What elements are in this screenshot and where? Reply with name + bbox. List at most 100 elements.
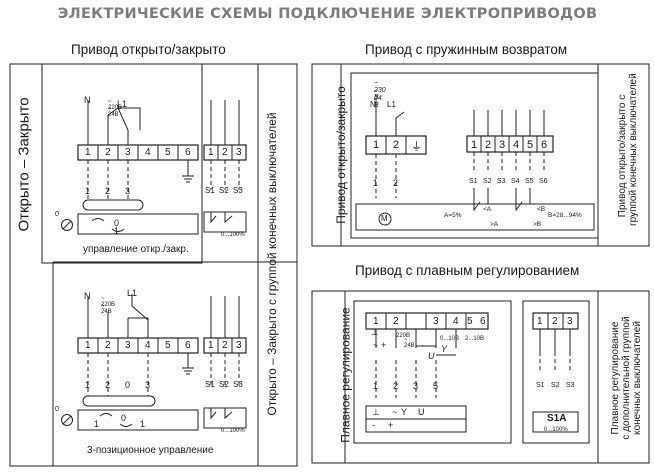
mod-terminal-3: 3	[433, 316, 439, 327]
mod-symbol-y: Y	[441, 344, 448, 354]
open-close-caption-top: управление откр./закр.	[83, 244, 189, 255]
terminal-2-b: 2	[105, 340, 111, 351]
mod-bottom-minus: -	[372, 420, 375, 430]
spring-return-frames	[311, 63, 650, 247]
mod-bottom-tilde: ~	[392, 407, 398, 417]
spring-switch-t1: 1	[471, 139, 478, 151]
spring-switch-t6: 6	[541, 139, 548, 151]
switch-terminal-1: 1	[208, 147, 214, 158]
mod-terminal-5: 5	[467, 316, 473, 327]
spring-terminal-2: 2	[393, 139, 400, 151]
spring-return-diagram	[355, 100, 595, 231]
terminal-6: 6	[185, 147, 191, 158]
spring-wire-1: 1	[373, 178, 379, 188]
label-b-eq: B=28...94%	[548, 212, 582, 219]
switch-s3: S3	[233, 186, 243, 195]
mod-bottom-u: U	[418, 407, 425, 417]
mod-symbol-u: U	[428, 351, 435, 361]
switch-terminal-2: 2	[222, 147, 228, 158]
spring-s2: S2	[483, 178, 492, 185]
switch-s1-b: S1	[205, 380, 215, 389]
neutral-label-b: N	[84, 291, 91, 301]
switch-range-b: 0...100%	[221, 428, 245, 434]
supply-label-24-b: ~ 24B	[101, 303, 112, 315]
spring-s5: S5	[525, 178, 534, 185]
terminal-3: 3	[125, 147, 131, 158]
mod-switch-range: 0...100%	[544, 427, 568, 433]
terminal-2: 2	[105, 147, 111, 158]
open-close-bottom-diagram	[61, 294, 247, 431]
label-lt-b: <B	[537, 206, 546, 213]
ground-icon: ⏚	[411, 141, 422, 153]
mod-signal-0-10: 0...10B	[440, 336, 460, 342]
terminal-1: 1	[85, 147, 91, 158]
knob-zero: 0	[55, 211, 59, 218]
mod-supply-24: ~ 24B	[404, 337, 415, 349]
line-label-c: L1	[387, 100, 396, 109]
open-close-caption-bottom: 3-позиционное управление	[87, 445, 214, 456]
spring-return-right-line-2: группой конечных выключателей	[628, 73, 639, 226]
mod-terminal-6: 6	[480, 316, 486, 327]
line-label: L1	[117, 99, 128, 109]
wire-number-2-b: 2	[105, 380, 111, 390]
mod-supply-220: ~ 220B	[396, 327, 411, 339]
mod-wire-5: 5	[433, 381, 439, 391]
spring-return-title: Привод с пружинным возвратом	[365, 42, 568, 57]
knob-zero-b: 0	[55, 406, 59, 413]
switch-s3-b: S3	[233, 380, 243, 389]
open-close-title: Привод открыто/закрыто	[71, 42, 226, 57]
mod-terminal-4: 4	[453, 316, 459, 327]
open-close-frames	[9, 63, 298, 467]
modulating-side-label: Плавное регулирование	[338, 307, 353, 443]
modulating-right-label: Плавное регулирование с дополнительной г…	[610, 303, 646, 453]
spring-return-side-label: Привод открыто/закрыто	[334, 86, 348, 224]
terminal-1-b: 1	[85, 340, 91, 351]
switch-terminal-1-b: 1	[208, 340, 214, 351]
switch-terminal-3: 3	[236, 147, 242, 158]
mod-symbol-ground: ⊥	[371, 327, 379, 337]
modulating-title: Привод с плавным регулированием	[355, 263, 580, 278]
supply-230: ~ 230 В	[374, 80, 386, 101]
spring-switch-t2: 2	[485, 139, 492, 151]
mod-bottom-ground: ⊥	[372, 407, 380, 417]
spring-s3: S3	[497, 178, 506, 185]
open-close-top-diagram	[61, 100, 247, 235]
mod-wire-2: 2	[393, 381, 399, 391]
neutral-label-c: N	[370, 100, 376, 109]
mod-wire-1: 1	[373, 381, 379, 391]
line-label-b: L1	[127, 288, 138, 298]
spring-wire-2: 2	[393, 178, 399, 188]
mod-switch-t1: 1	[537, 316, 543, 327]
position-1-right: 1	[140, 419, 146, 429]
modulating-diagram	[365, 312, 579, 433]
mod-terminal-2: 2	[393, 316, 399, 327]
mod-switch-t3: 3	[567, 316, 573, 327]
open-close-side-label: Открыто – Закрыто	[15, 97, 33, 232]
mod-switch-name: S1A	[547, 413, 567, 424]
spring-switch-t4: 4	[513, 139, 520, 151]
position-0-b: 0	[121, 413, 127, 423]
mod-bottom-plus: +	[388, 420, 394, 430]
switch-terminal-3-b: 3	[236, 340, 242, 351]
label-a-eq: A=5%	[444, 212, 462, 219]
open-close-right-label: Открыто – Закрыто с группой конечных вык…	[265, 112, 279, 416]
modulating-right-line-2: с дополнительной группой	[621, 316, 632, 440]
spring-terminal-1: 1	[373, 139, 380, 151]
modulating-right-line-1: Плавное регулирование	[610, 321, 621, 435]
terminal-6-b: 6	[185, 340, 191, 351]
terminal-3-b: 3	[125, 340, 131, 351]
modulating-right-line-3: конечных выключателей	[632, 321, 643, 435]
mod-s3: S3	[566, 382, 575, 389]
position-0: 0	[114, 218, 120, 228]
wire-number-1: 1	[85, 186, 91, 196]
switch-terminal-2-b: 2	[222, 340, 228, 351]
mod-switch-t2: 2	[552, 316, 558, 327]
label-gt-a: >A	[490, 221, 499, 228]
spring-return-right-line-1: Привод открыто/закрыто с	[617, 94, 628, 218]
page-title: ЭЛЕКТРИЧЕСКИЕ СХЕМЫ ПОДКЛЮЧЕНИЕ ЭЛЕКТРОП…	[57, 6, 598, 22]
switch-s2: S2	[219, 186, 229, 195]
mod-symbol-tilde: ~	[373, 340, 379, 350]
spring-switch-t5: 5	[527, 139, 534, 151]
spring-s4: S4	[511, 178, 520, 185]
